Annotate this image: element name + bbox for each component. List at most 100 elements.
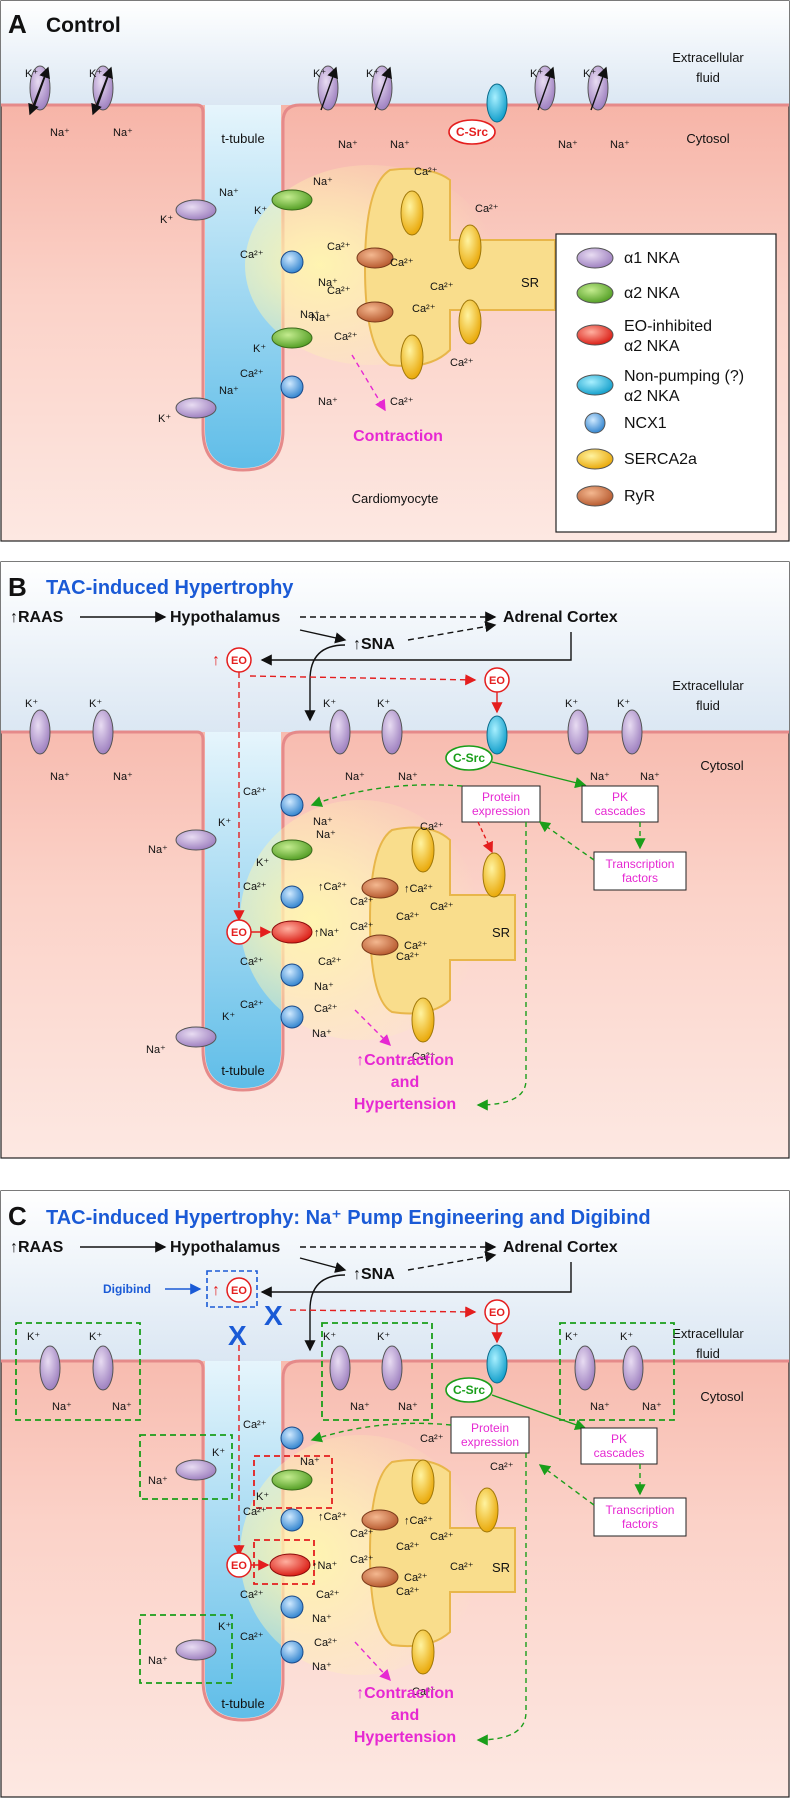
svg-text:Ca²⁺: Ca²⁺ xyxy=(412,303,436,315)
svg-text:Na⁺: Na⁺ xyxy=(398,771,418,783)
svg-text:K⁺: K⁺ xyxy=(89,1331,102,1343)
svg-text:Ca²⁺: Ca²⁺ xyxy=(475,203,499,215)
svg-text:K⁺: K⁺ xyxy=(160,214,173,226)
block-x-right: X xyxy=(264,1300,283,1331)
pump-pair-right: K⁺K⁺ Na⁺Na⁺ xyxy=(530,65,630,151)
contraction-label: Contraction xyxy=(353,428,443,445)
svg-text:Na⁺: Na⁺ xyxy=(219,385,239,397)
eo-inhibited-nka-icon xyxy=(576,324,614,346)
non-pumping-nka-icon xyxy=(576,374,614,396)
svg-text:Ca²⁺: Ca²⁺ xyxy=(396,951,420,963)
svg-text:Hypertension: Hypertension xyxy=(354,1729,456,1746)
svg-text:K⁺: K⁺ xyxy=(254,205,267,217)
svg-text:Ca²⁺: Ca²⁺ xyxy=(404,1572,428,1584)
svg-text:Ca²⁺: Ca²⁺ xyxy=(243,1506,267,1518)
panel-b-letter: B xyxy=(8,572,27,602)
svg-text:Na⁺: Na⁺ xyxy=(590,771,610,783)
svg-text:Ca²⁺: Ca²⁺ xyxy=(450,1561,474,1573)
engineered-box-middle xyxy=(321,1322,433,1421)
svg-text:Ca²⁺: Ca²⁺ xyxy=(240,999,264,1011)
cytosol-label-b: Cytosol xyxy=(700,758,743,773)
svg-text:↑Na⁺: ↑Na⁺ xyxy=(314,927,340,939)
alpha1-nka-transporter xyxy=(175,199,217,221)
svg-text:Ca²⁺: Ca²⁺ xyxy=(350,1528,374,1540)
t-tubule-label: t-tubule xyxy=(221,131,264,146)
svg-text:Na⁺: Na⁺ xyxy=(345,771,365,783)
adrenal-cortex-label: Adrenal Cortex xyxy=(503,609,618,626)
svg-text:Na⁺: Na⁺ xyxy=(148,844,168,856)
svg-text:Ca²⁺: Ca²⁺ xyxy=(350,921,374,933)
svg-text:Na⁺: Na⁺ xyxy=(148,1655,168,1667)
raas-label-c: ↑RAAS xyxy=(10,1239,64,1256)
svg-text:Na⁺: Na⁺ xyxy=(312,1028,332,1040)
serca-3 xyxy=(458,299,482,345)
sna-label-c: ↑SNA xyxy=(353,1266,395,1283)
ryr-icon xyxy=(576,485,614,507)
svg-text:Ca²⁺: Ca²⁺ xyxy=(390,396,414,408)
non-pumping-nka-b xyxy=(486,715,508,755)
svg-text:Na⁺: Na⁺ xyxy=(640,771,660,783)
svg-text:Ca²⁺: Ca²⁺ xyxy=(390,257,414,269)
c-src-icon xyxy=(448,119,496,145)
svg-text:Cytosol: Cytosol xyxy=(700,1389,743,1404)
svg-text:Na⁺: Na⁺ xyxy=(558,139,578,151)
svg-text:K⁺: K⁺ xyxy=(89,698,102,710)
svg-text:Na⁺: Na⁺ xyxy=(113,771,133,783)
svg-text:Na⁺: Na⁺ xyxy=(590,1401,610,1413)
svg-text:Ca²⁺: Ca²⁺ xyxy=(327,285,351,297)
engineered-box-right xyxy=(559,1322,675,1421)
svg-text:Ca²⁺: Ca²⁺ xyxy=(316,1589,340,1601)
pump-pair-left: K⁺K⁺ Na⁺Na⁺ xyxy=(25,65,133,139)
svg-text:Na⁺: Na⁺ xyxy=(350,1401,370,1413)
svg-text:K⁺: K⁺ xyxy=(212,1447,225,1459)
svg-text:Na⁺: Na⁺ xyxy=(52,1401,72,1413)
pump-pair-middle: K⁺K⁺ Na⁺Na⁺ xyxy=(313,65,410,151)
raas-label: ↑RAAS xyxy=(10,609,64,626)
svg-text:Ca²⁺: Ca²⁺ xyxy=(240,368,264,380)
svg-text:K⁺: K⁺ xyxy=(565,1331,578,1343)
svg-text:K⁺: K⁺ xyxy=(583,68,596,80)
svg-text:Na⁺: Na⁺ xyxy=(338,139,358,151)
digibind-box xyxy=(206,1270,258,1308)
svg-text:Ca²⁺: Ca²⁺ xyxy=(243,881,267,893)
svg-text:Na⁺: Na⁺ xyxy=(311,312,331,324)
svg-text:Na⁺: Na⁺ xyxy=(312,1661,332,1673)
c-src-icon-b xyxy=(445,745,493,771)
svg-text:Ca²⁺: Ca²⁺ xyxy=(404,940,428,952)
svg-text:SR: SR xyxy=(492,925,510,940)
svg-text:K⁺: K⁺ xyxy=(366,68,379,80)
c-src-label: C-Src xyxy=(456,125,488,139)
svg-text:Na⁺: Na⁺ xyxy=(313,816,333,828)
non-pumping-nka-icon xyxy=(486,83,508,123)
svg-text:↑: ↑ xyxy=(212,1282,220,1299)
ryr-lower xyxy=(356,301,394,323)
svg-text:Na⁺: Na⁺ xyxy=(219,187,239,199)
svg-text:K⁺: K⁺ xyxy=(377,698,390,710)
svg-text:Na⁺: Na⁺ xyxy=(300,1456,320,1468)
panel-a-title: Control xyxy=(46,14,121,37)
svg-text:Ca²⁺: Ca²⁺ xyxy=(490,1461,514,1473)
alpha2-nka-icon xyxy=(576,282,614,304)
hypothalamus-label-c: Hypothalamus xyxy=(170,1239,280,1256)
svg-text:K⁺: K⁺ xyxy=(218,817,231,829)
ncx1-lower xyxy=(280,375,304,399)
legend-label: SERCA2a xyxy=(624,451,697,468)
svg-text:Ca²⁺: Ca²⁺ xyxy=(334,331,358,343)
svg-text:K⁺: K⁺ xyxy=(565,698,578,710)
svg-text:Na⁺: Na⁺ xyxy=(112,1401,132,1413)
panel-c-title: TAC-induced Hypertrophy: Na⁺ Pump Engine… xyxy=(46,1207,651,1229)
alpha1-nka-lower xyxy=(175,397,217,419)
svg-text:Na⁺: Na⁺ xyxy=(50,127,70,139)
alpha2-nka-lower xyxy=(271,327,313,349)
pump-pairs-b: K⁺K⁺ Na⁺Na⁺ K⁺K⁺ Na⁺Na⁺ K⁺K⁺ Na⁺Na⁺ xyxy=(25,698,660,783)
legend-label: α2 NKA xyxy=(624,285,680,302)
svg-text:Ca²⁺: Ca²⁺ xyxy=(314,1637,338,1649)
